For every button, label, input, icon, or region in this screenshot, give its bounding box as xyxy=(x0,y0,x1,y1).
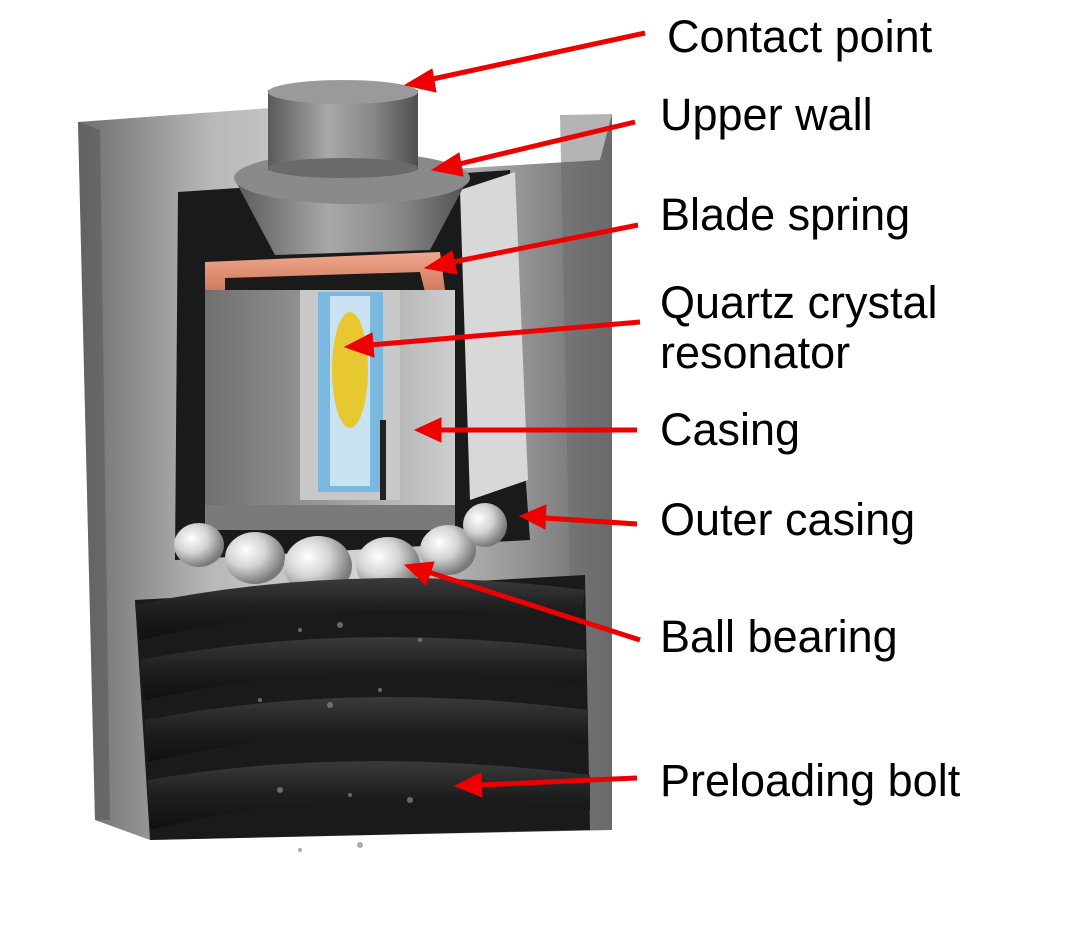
label-outer-casing: Outer casing xyxy=(660,494,916,545)
contact-point xyxy=(268,80,418,178)
label-preloading-bolt: Preloading bolt xyxy=(660,755,961,806)
label-blade-spring: Blade spring xyxy=(660,189,911,240)
label-quartz-line1: Quartz crystal xyxy=(660,277,938,328)
label-ball-bearing: Ball bearing xyxy=(660,611,898,662)
blade-spring xyxy=(205,252,445,300)
arrow-upper-wall xyxy=(430,119,636,177)
arrow-quartz xyxy=(343,319,641,358)
arrow-outer-casing xyxy=(518,504,638,530)
quartz-crystal-resonator xyxy=(318,292,386,500)
label-upper-wall: Upper wall xyxy=(660,89,873,140)
arrow-ball-bearing xyxy=(403,561,641,643)
label-quartz-line2: resonator xyxy=(660,327,851,378)
arrow-blade-spring xyxy=(423,222,639,275)
arrow-contact-point xyxy=(403,30,646,93)
preloading-bolt xyxy=(135,575,590,852)
arrow-casing xyxy=(413,417,637,443)
label-contact-point: Contact point xyxy=(667,11,933,62)
label-casing: Casing xyxy=(660,404,801,455)
arrows xyxy=(343,30,646,798)
arrow-preloading-bolt xyxy=(453,772,638,798)
